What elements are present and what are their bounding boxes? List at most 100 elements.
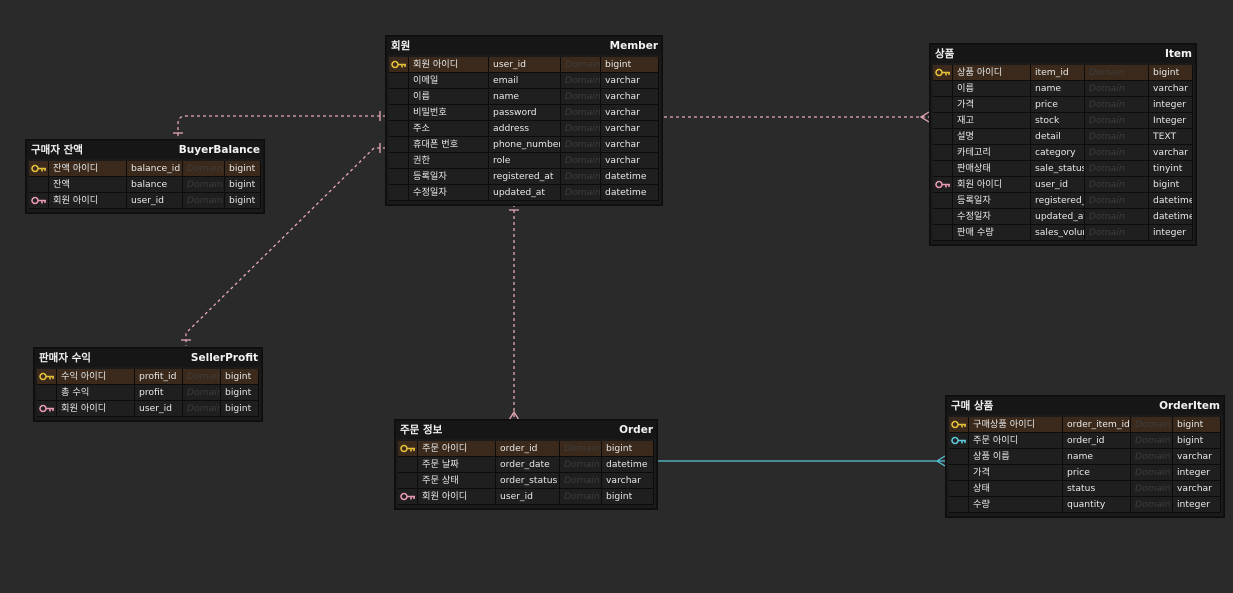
column-type: bigint <box>225 177 261 193</box>
entity-header[interactable]: 주문 정보 Order <box>396 421 656 439</box>
entity-logical-name: 주문 정보 <box>400 424 443 436</box>
gold-key-icon <box>933 65 953 81</box>
column-logical-name: 상태 <box>969 481 1063 497</box>
column-physical-name: user_id <box>489 57 561 73</box>
column-type: bigint <box>1149 177 1193 193</box>
gold-key-icon <box>37 369 57 385</box>
column-physical-name: profit_id <box>135 369 183 385</box>
column-physical-name: role <box>489 153 561 169</box>
column-key-cell <box>933 161 953 177</box>
column-logical-name: 총 수익 <box>57 385 135 401</box>
column-domain: Domain <box>1085 161 1149 177</box>
column-physical-name: balance <box>127 177 183 193</box>
column-domain: Domain <box>183 385 221 401</box>
column-type: varchar <box>601 137 659 153</box>
column-type: datetime <box>602 457 654 473</box>
column-physical-name: quantity <box>1063 497 1131 513</box>
column-key-cell <box>933 193 953 209</box>
column-key-cell <box>933 113 953 129</box>
column-domain: Domain <box>1131 481 1173 497</box>
column-physical-name: password <box>489 105 561 121</box>
column-key-cell <box>933 145 953 161</box>
column-type: bigint <box>225 193 261 209</box>
column-domain: Domain <box>1085 225 1149 241</box>
link-member-buyerbalance[interactable] <box>177 115 386 139</box>
column-logical-name: 수량 <box>969 497 1063 513</box>
link-crowfoot <box>935 455 946 467</box>
column-key-cell <box>949 497 969 513</box>
column-type: datetime <box>601 169 659 185</box>
column-type: datetime <box>1149 193 1193 209</box>
column-key-cell <box>389 169 409 185</box>
entity-physical-name: Order <box>619 424 653 436</box>
column-key-cell <box>29 177 49 193</box>
column-logical-name: 주문 상태 <box>418 473 496 489</box>
column-key-cell <box>398 457 418 473</box>
column-logical-name: 수정일자 <box>409 185 489 201</box>
column-domain: Domain <box>183 161 225 177</box>
column-key-cell <box>389 121 409 137</box>
column-domain: Domain <box>561 89 601 105</box>
pink-key-icon <box>37 401 57 417</box>
entity-physical-name: Item <box>1165 48 1192 60</box>
column-type: varchar <box>1173 449 1221 465</box>
column-type: bigint <box>602 441 654 457</box>
column-type: bigint <box>221 369 259 385</box>
entity-physical-name: SellerProfit <box>190 352 258 364</box>
column-domain: Domain <box>183 177 225 193</box>
column-logical-name: 휴대폰 번호 <box>409 137 489 153</box>
column-key-cell <box>933 129 953 145</box>
column-type: integer <box>1149 97 1193 113</box>
column-physical-name: order_item_id <box>1063 417 1131 433</box>
column-physical-name: balance_id <box>127 161 183 177</box>
